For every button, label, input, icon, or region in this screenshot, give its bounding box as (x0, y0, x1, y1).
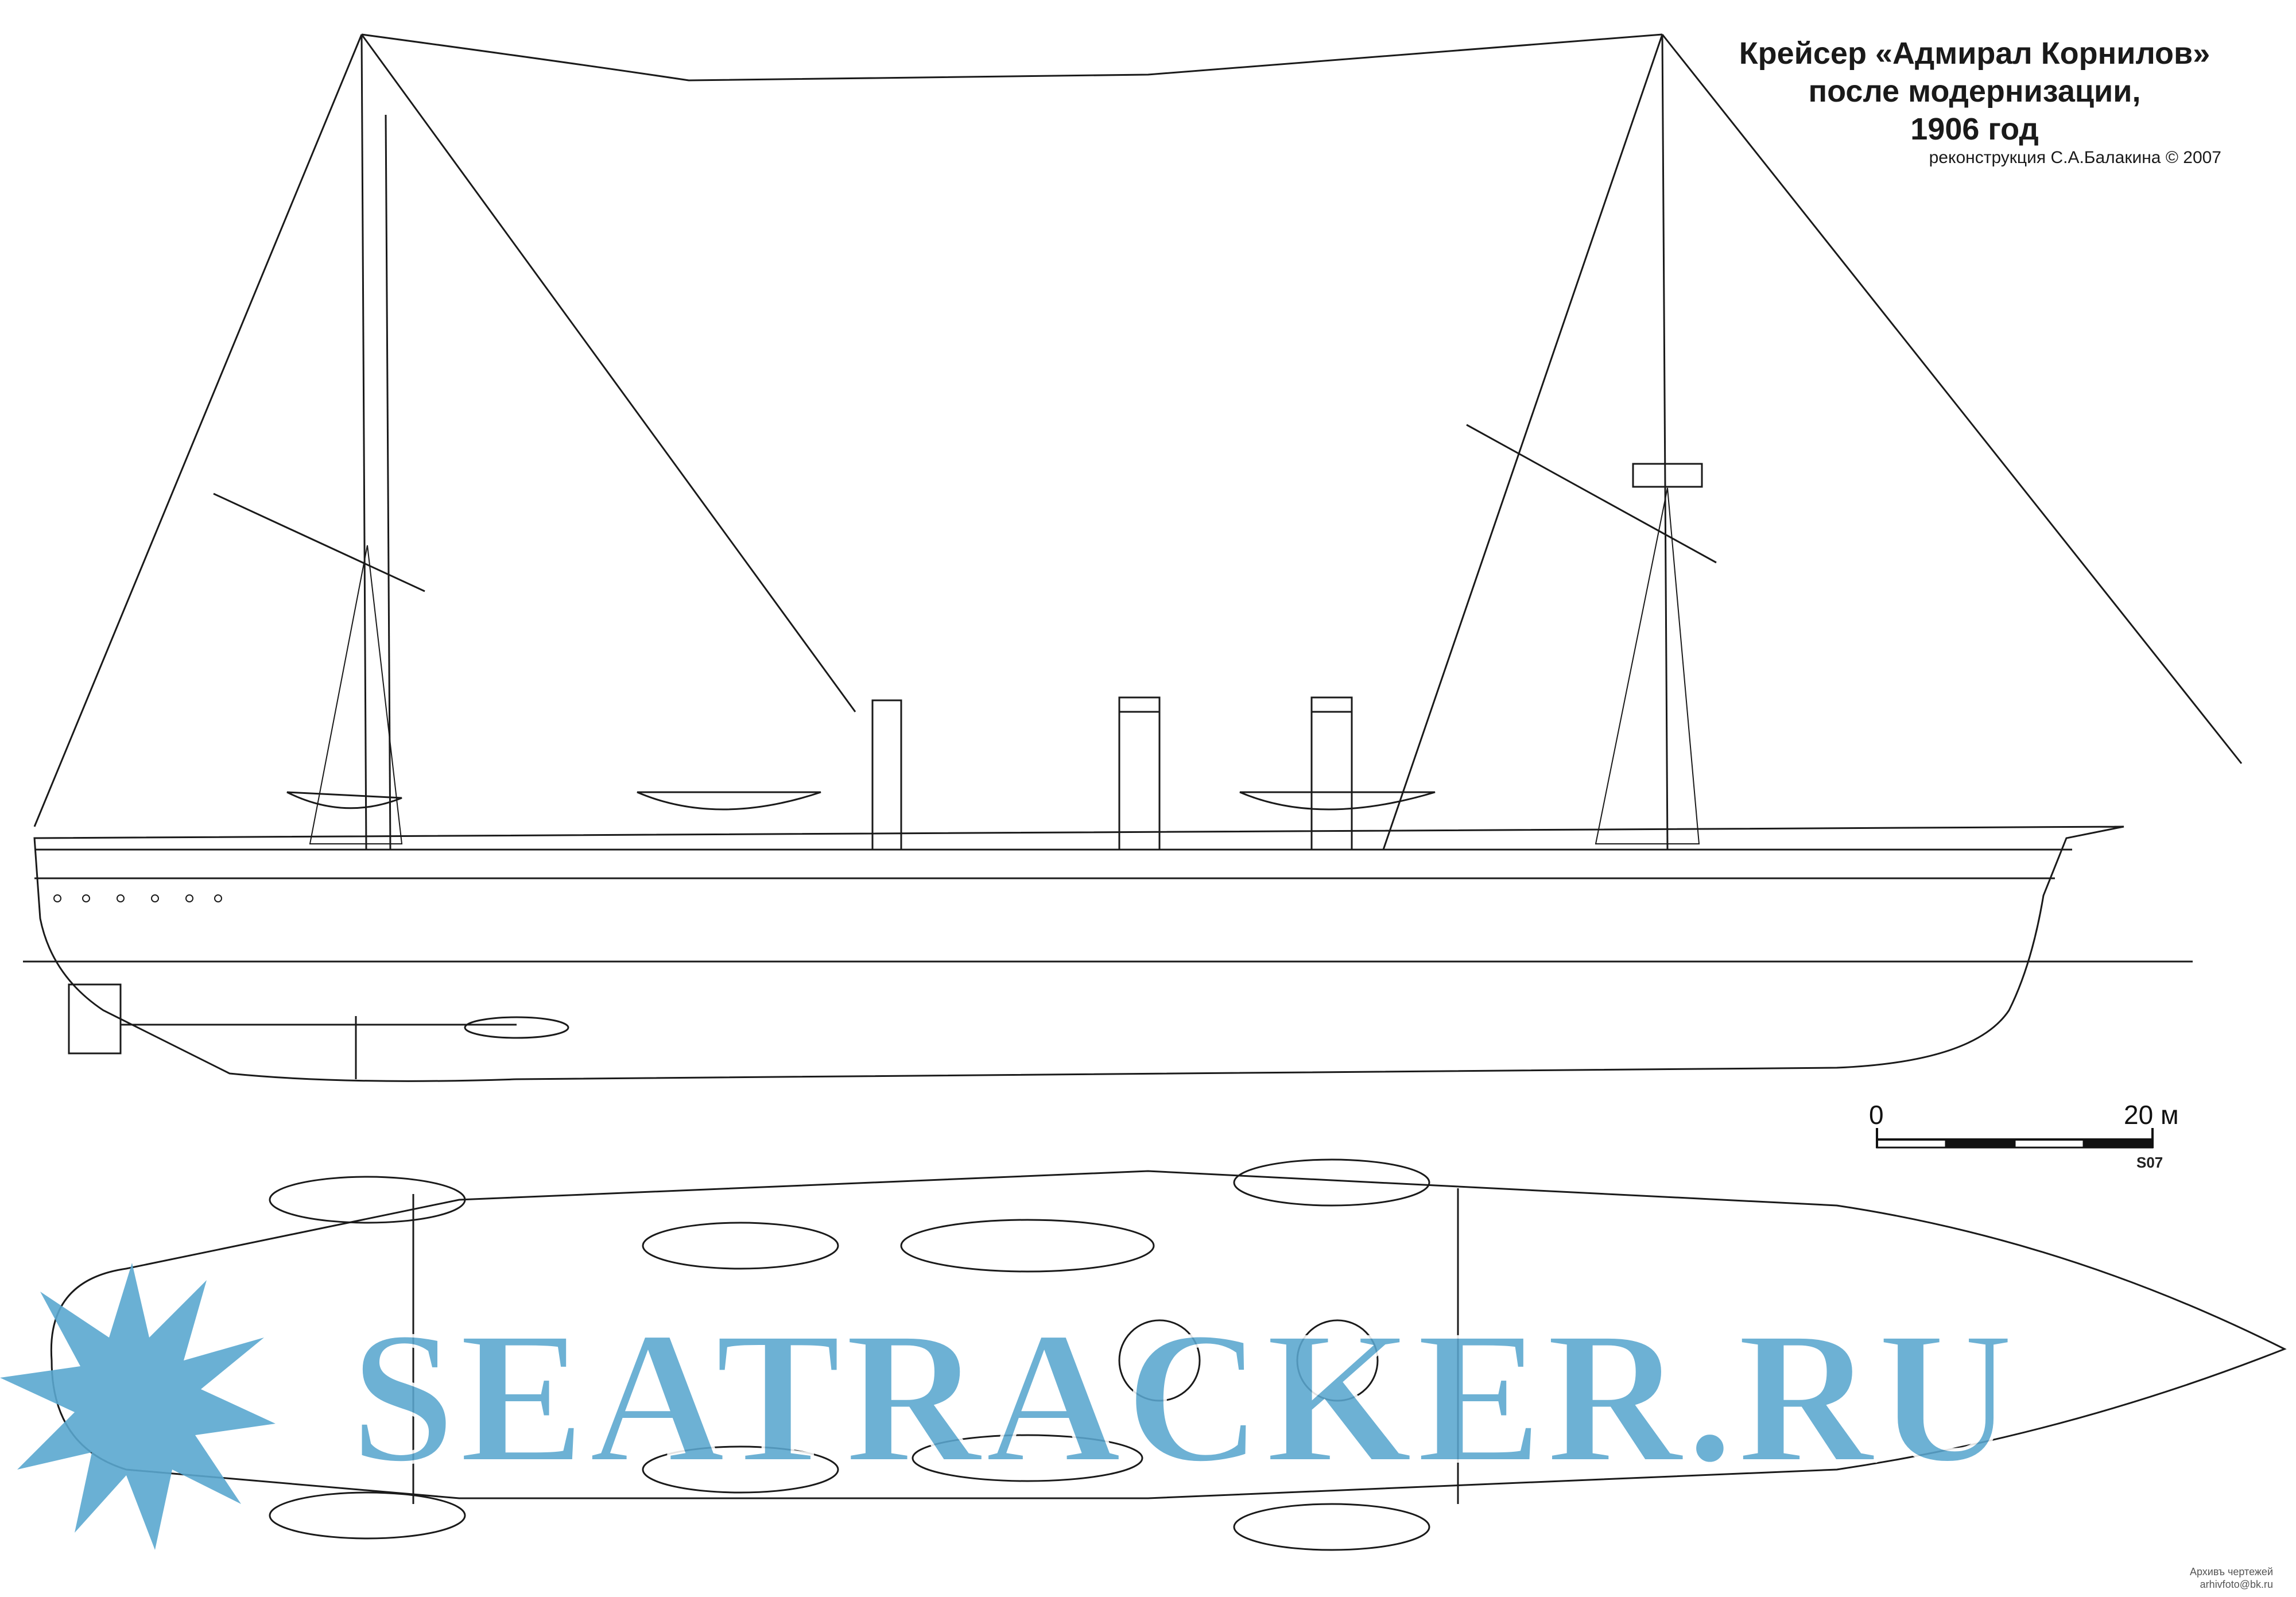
hull-profile (33, 825, 2124, 1082)
main-mast (1382, 34, 2243, 850)
portholes (53, 894, 222, 902)
profile-boats (286, 791, 1436, 811)
watermark-text: SEATRACKER.RU (348, 1291, 2018, 1504)
scale-bar (1876, 1128, 2154, 1149)
title-line-1: Крейсер «Адмирал Корнилов» (1739, 36, 2210, 71)
credit-text: реконструкция С.А.Балакина © 2007 (1929, 148, 2221, 167)
archive-line-1: Архивъ чертежей (2189, 1566, 2273, 1577)
deck-plan-funnels (1118, 1319, 1379, 1402)
scale-start-label: 0 (1869, 1100, 1884, 1130)
archive-line-2: arhivfoto@bk.ru (2200, 1579, 2273, 1590)
funnels (871, 696, 1353, 851)
archive-credit: Архивъ чертежей arhivfoto@bk.ru (2190, 1565, 2273, 1591)
title-line-2: после модернизации, (1808, 74, 2141, 108)
fore-mast (33, 34, 856, 850)
deck-plan-boats (269, 1158, 1430, 1551)
scale-code: S07 (2136, 1154, 2163, 1171)
mast-stay (361, 33, 1663, 82)
title-line-3: 1906 год (1910, 112, 2039, 146)
scale-end-label: 20 м (2124, 1100, 2179, 1130)
title-block: Крейсер «Адмирал Корнилов» после модерни… (1716, 34, 2233, 148)
propeller-shaft (68, 983, 569, 1079)
watermark-starburst (0, 1263, 276, 1550)
